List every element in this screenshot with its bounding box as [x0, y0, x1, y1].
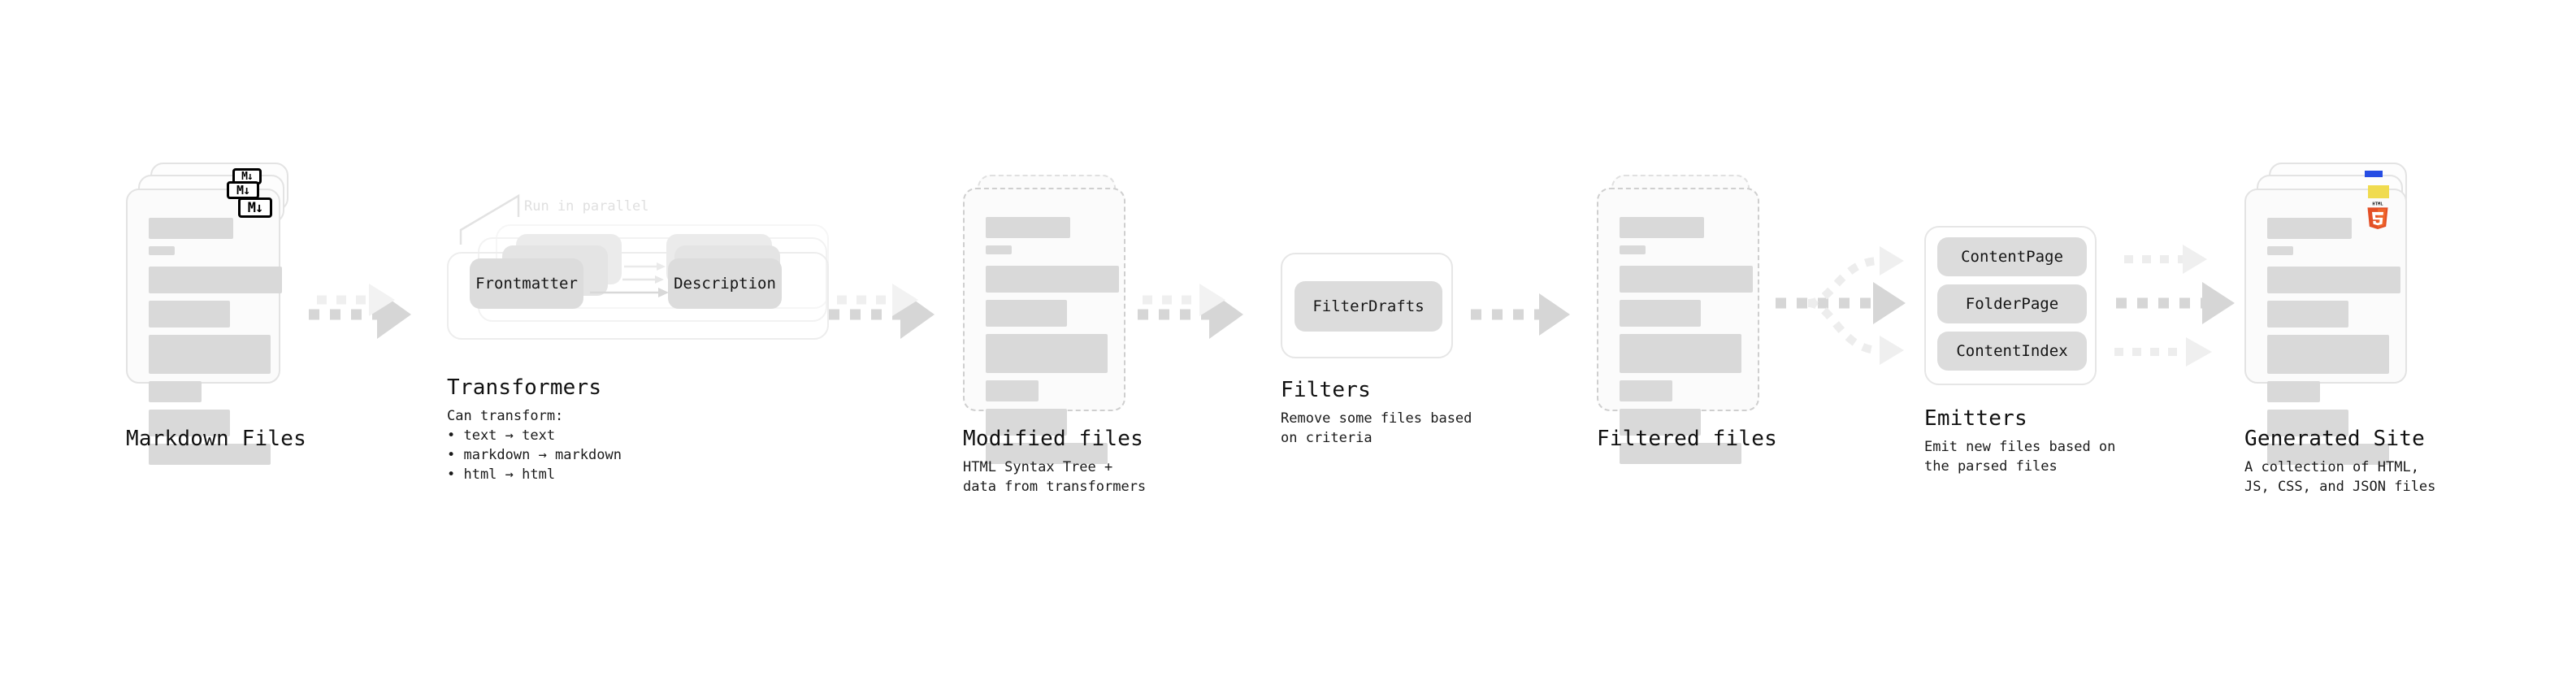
filtered-card-front: [1597, 188, 1759, 464]
emitter-node-folderpage[interactable]: FolderPage: [1937, 284, 2087, 323]
document-line: [149, 444, 271, 465]
emitters-subtitle: Emit new files based on the parsed files: [1924, 439, 2116, 475]
document-line: [986, 443, 1108, 464]
document-line: [149, 218, 233, 239]
svg-text:HTML: HTML: [2372, 202, 2383, 206]
generated-site-title: Generated Site: [2244, 427, 2425, 451]
document-line: [986, 334, 1108, 373]
document-content-lines: [1620, 217, 1753, 471]
modified-card-front: [963, 188, 1125, 464]
document-line: [2267, 444, 2389, 465]
transformers-title: Transformers: [447, 375, 602, 400]
arrow-connector-5-fanout: [1776, 246, 1906, 365]
document-line: [1620, 334, 1741, 373]
document-content-lines: [149, 218, 282, 472]
markdown-badge-icon-mid: M↓: [227, 181, 259, 199]
document-line: [1620, 409, 1701, 436]
document-line: [986, 409, 1067, 436]
markdown-files-title: Markdown Files: [126, 427, 306, 451]
emitter-node-contentindex[interactable]: ContentIndex: [1937, 332, 2087, 371]
document-line: [986, 266, 1119, 293]
document-line: [1620, 245, 1646, 254]
emitters-title: Emitters: [1924, 406, 2027, 431]
markdown-badge-icon: M↓: [238, 197, 272, 218]
modified-files-subtitle: HTML Syntax Tree + data from transformer…: [963, 459, 1147, 495]
parallel-bracket: [459, 193, 520, 245]
document-line: [2267, 218, 2352, 239]
arrow-connector-4: [1471, 293, 1570, 336]
document-line: [2267, 267, 2400, 293]
document-line: [1620, 217, 1704, 238]
transformer-inner-arrows: [590, 262, 669, 297]
markdown-card-front: [126, 189, 282, 465]
emitter-node-contentpage[interactable]: ContentPage: [1937, 237, 2087, 276]
filter-node-filterdrafts[interactable]: FilterDrafts: [1295, 281, 1442, 332]
document-line: [1620, 300, 1701, 327]
document-line: [2267, 246, 2293, 255]
run-in-parallel-label: Run in parallel: [524, 198, 649, 215]
emitters-group: ContentPage FolderPage ContentIndex: [1924, 226, 2097, 385]
filtered-files-title: Filtered files: [1597, 427, 1777, 451]
filters-group: FilterDrafts: [1281, 253, 1453, 358]
filters-subtitle: Remove some files based on criteria: [1281, 410, 1472, 446]
document-content-lines: [986, 217, 1119, 471]
javascript-badge-icon: [2368, 185, 2389, 198]
document-line: [986, 300, 1067, 327]
arrow-connector-3: [1138, 284, 1243, 339]
transformers-group: Run in parallel Frontmatter Description …: [447, 193, 870, 358]
generated-site-subtitle: A collection of HTML, JS, CSS, and JSON …: [2244, 459, 2436, 495]
document-line: [2267, 335, 2389, 374]
document-line: [149, 246, 175, 255]
document-line: [149, 335, 271, 374]
document-line: [1620, 266, 1753, 293]
arrow-connector-2: [829, 284, 935, 339]
document-line: [149, 267, 282, 293]
arrow-connector-6: [2114, 245, 2235, 367]
document-line: [2267, 301, 2348, 327]
modified-files-title: Modified files: [963, 427, 1143, 451]
document-line: [986, 217, 1070, 238]
document-content-lines: [2267, 218, 2400, 472]
css3-badge-icon: [2365, 171, 2383, 177]
arrow-connector-1: [309, 284, 411, 339]
document-line: [149, 381, 202, 402]
document-line: [1620, 380, 1672, 401]
transformer-layer-front: [447, 252, 829, 340]
document-line: [149, 410, 230, 436]
transformer-node-description[interactable]: Description: [668, 258, 782, 309]
transformer-node-frontmatter[interactable]: Frontmatter: [470, 258, 583, 309]
transformers-subtitle: Can transform: • text → text • markdown …: [447, 408, 622, 483]
html5-badge-icon: HTML: [2367, 202, 2388, 229]
document-line: [1620, 443, 1741, 464]
document-line: [986, 245, 1012, 254]
document-line: [986, 380, 1039, 401]
filters-title: Filters: [1281, 378, 1371, 402]
document-line: [2267, 410, 2348, 436]
document-line: [2267, 381, 2320, 402]
document-line: [149, 301, 230, 327]
